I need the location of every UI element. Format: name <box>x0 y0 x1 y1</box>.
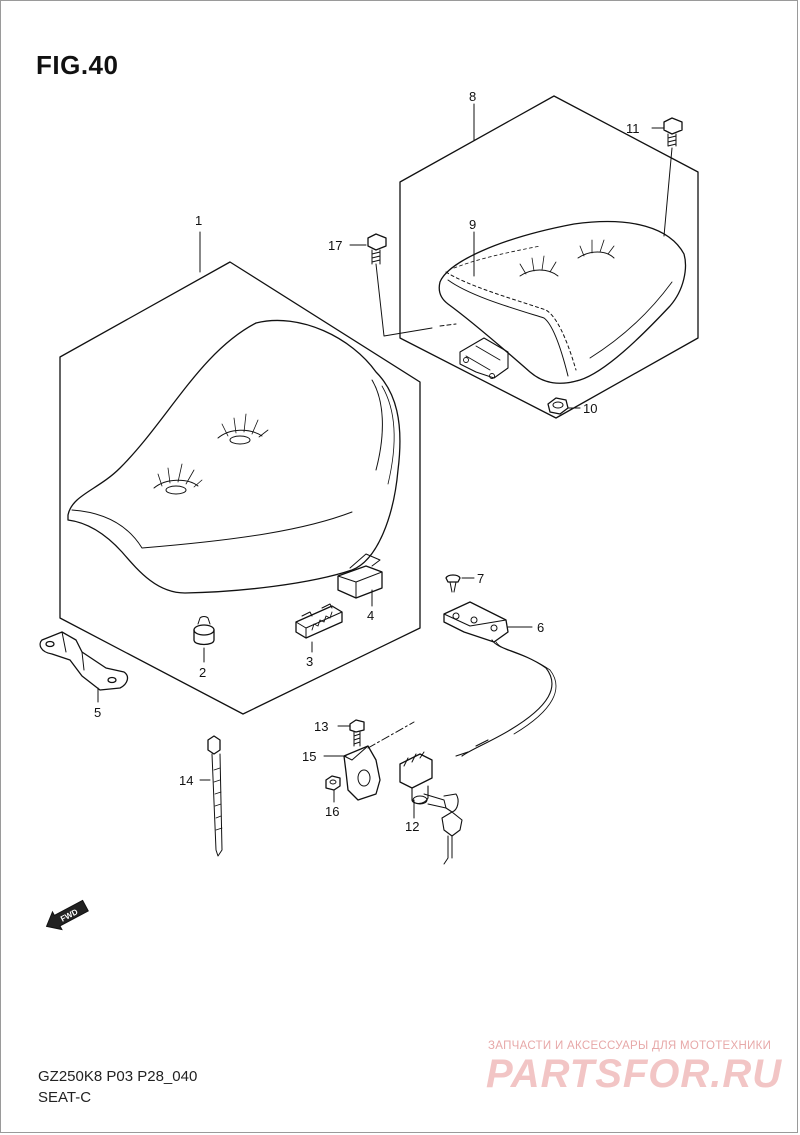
rear-seat-group-outline <box>399 95 699 419</box>
model-code: GZ250K8 P03 P28_040 <box>38 1068 198 1085</box>
callout-4: 4 <box>367 608 374 623</box>
part-10-nut <box>547 397 569 415</box>
watermark-tagline: ЗАПЧАСТИ И АКСЕССУАРЫ ДЛЯ МОТОТЕХНИКИ <box>488 1040 772 1052</box>
callout-6: 6 <box>537 620 544 635</box>
part-4-pad <box>337 553 383 599</box>
front-seat-drawing <box>67 319 401 594</box>
watermark-brand: PARTSFOR.RU <box>486 1052 783 1096</box>
part-5-seat-bracket <box>39 631 129 691</box>
rear-seat-drawing <box>438 220 687 384</box>
figure-title: FIG.40 <box>36 50 119 80</box>
callout-1: 1 <box>195 213 202 228</box>
part-3-rubber-cushion <box>295 603 343 639</box>
forward-direction-badge: FWD <box>45 899 89 931</box>
callout-8: 8 <box>469 89 476 104</box>
section-name: SEAT-C <box>38 1089 92 1106</box>
callout-14: 14 <box>179 773 193 788</box>
part-7-screw <box>445 574 461 593</box>
leader-lines <box>97 103 673 819</box>
callout-17: 17 <box>328 238 342 253</box>
callout-7: 7 <box>477 571 484 586</box>
callout-11: 11 <box>626 121 640 136</box>
forward-arrow-icon <box>45 899 89 931</box>
front-seat-group-outline <box>59 261 421 715</box>
part-13-screw <box>349 719 365 747</box>
callout-12: 12 <box>405 819 419 834</box>
part-14-cable-tie <box>207 735 223 857</box>
callout-13: 13 <box>314 719 328 734</box>
callout-5: 5 <box>94 705 101 720</box>
part-16-nut <box>325 775 341 791</box>
part-12-lock-set <box>399 751 463 865</box>
part-6-lock-plate <box>443 601 557 757</box>
callout-15: 15 <box>302 749 316 764</box>
callout-10: 10 <box>583 401 597 416</box>
callout-3: 3 <box>306 654 313 669</box>
callout-16: 16 <box>325 804 339 819</box>
callout-9: 9 <box>469 217 476 232</box>
callout-2: 2 <box>199 665 206 680</box>
part-2-grommet <box>193 616 215 646</box>
part-11-bolt <box>663 117 683 147</box>
part-17-bolt <box>367 233 387 265</box>
part-15-lock-bracket <box>343 745 381 801</box>
